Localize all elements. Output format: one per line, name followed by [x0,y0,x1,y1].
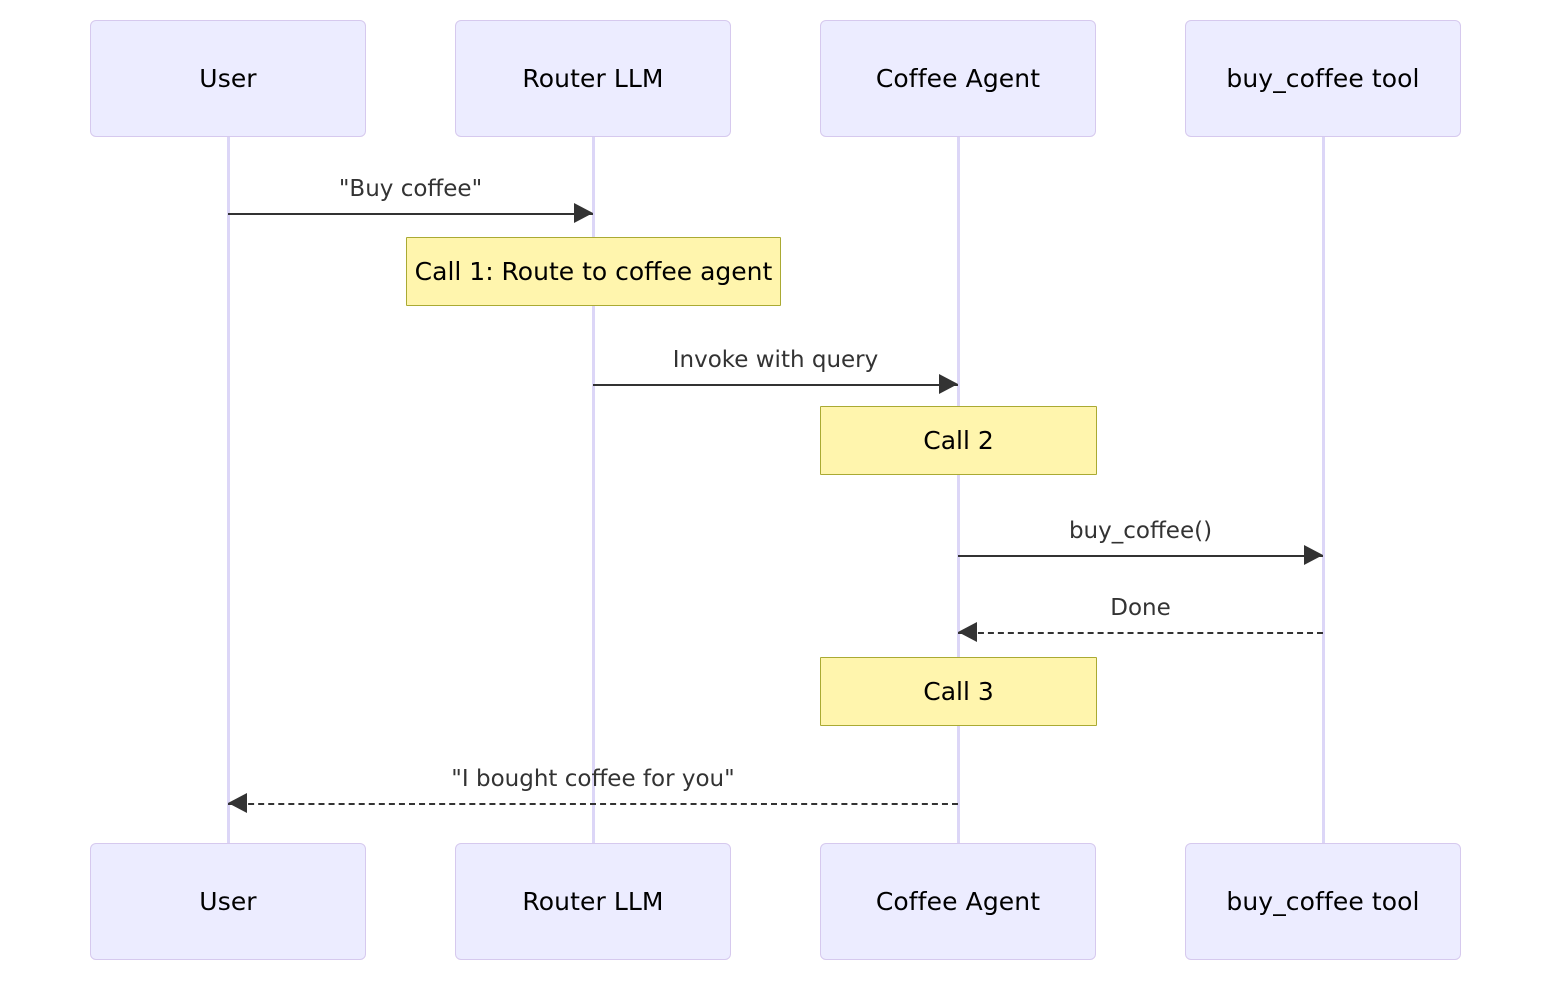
participant-label-agent: Coffee Agent [875,64,1041,93]
message-label-msg-4: Done [1110,595,1171,621]
message-label-msg-1: "Buy coffee" [338,176,483,202]
lifeline-user [226,137,230,843]
message-line-msg-2 [593,384,958,386]
lifeline-agent [956,137,960,843]
lifeline-router [591,137,595,843]
message-line-msg-1 [228,213,593,215]
participant-label-bottom-tool: buy_coffee tool [1226,887,1420,916]
participant-label-bottom-agent: Coffee Agent [875,887,1041,916]
lifeline-tool [1321,137,1325,843]
participant-box-top-router[interactable]: Router LLM [455,20,731,137]
participant-box-top-tool[interactable]: buy_coffee tool [1185,20,1461,137]
participant-box-bottom-tool[interactable]: buy_coffee tool [1185,843,1461,960]
message-label-msg-2: Invoke with query [672,347,879,373]
note-text-note-call-3: Call 3 [923,677,994,706]
note-note-call-2[interactable]: Call 2 [820,406,1097,475]
note-note-call-3[interactable]: Call 3 [820,657,1097,726]
message-label-msg-5: "I bought coffee for you" [451,766,735,792]
participant-label-user: User [199,64,257,93]
arrowhead-msg-3 [1304,545,1323,565]
note-text-note-call-1: Call 1: Route to coffee agent [414,257,773,286]
message-label-msg-3: buy_coffee() [1068,518,1213,544]
message-line-msg-5 [228,803,958,805]
arrowhead-msg-5 [228,793,247,813]
arrowhead-msg-1 [574,203,593,223]
participant-box-bottom-router[interactable]: Router LLM [455,843,731,960]
arrowhead-msg-2 [939,374,958,394]
participant-box-bottom-agent[interactable]: Coffee Agent [820,843,1096,960]
participant-label-bottom-user: User [199,887,257,916]
participant-label-router: Router LLM [522,64,664,93]
participant-box-top-user[interactable]: User [90,20,366,137]
note-text-note-call-2: Call 2 [923,426,994,455]
arrowhead-msg-4 [958,622,977,642]
participant-box-top-agent[interactable]: Coffee Agent [820,20,1096,137]
message-line-msg-4 [958,632,1323,634]
message-line-msg-3 [958,555,1323,557]
participant-box-bottom-user[interactable]: User [90,843,366,960]
note-note-call-1[interactable]: Call 1: Route to coffee agent [406,237,781,306]
participant-label-tool: buy_coffee tool [1226,64,1420,93]
participant-label-bottom-router: Router LLM [522,887,664,916]
